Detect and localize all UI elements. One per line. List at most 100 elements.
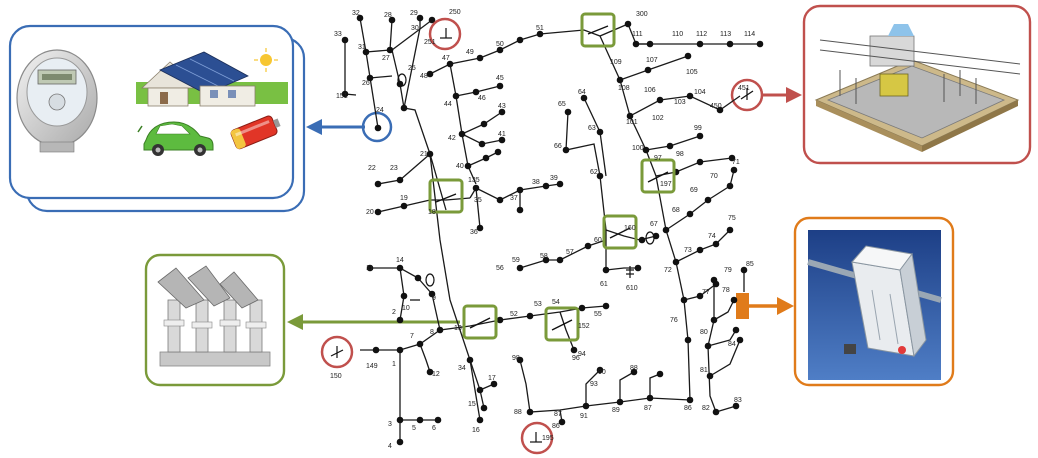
node-label: 32 — [352, 10, 360, 17]
solar-house-icon — [136, 48, 288, 107]
node-label: 26 — [362, 80, 370, 87]
node-label: 151 — [336, 93, 348, 100]
node-label: 77 — [702, 289, 710, 296]
node-label: 89 — [612, 407, 620, 414]
node-label: 11 — [366, 265, 373, 272]
node-label: 112 — [696, 31, 707, 38]
meter-link-arrow — [306, 111, 393, 143]
node-label: 47 — [442, 55, 450, 62]
node-label: 71 — [732, 159, 740, 166]
node-labels: 32 28 29 30 250 33 31 27 26 25 151 48 47… — [330, 9, 755, 450]
bus-nodes — [341, 14, 764, 446]
node-label: 68 — [672, 207, 680, 214]
node-label: 12 — [432, 371, 440, 378]
node-label: 44 — [444, 101, 452, 108]
node-label: 109 — [610, 59, 622, 66]
node-label: 104 — [694, 89, 706, 96]
node-label: 98 — [676, 151, 684, 158]
node-label: 97 — [654, 155, 662, 162]
node-label: 96 — [572, 355, 580, 362]
source-symbols — [330, 28, 754, 443]
node-label: 5 — [412, 425, 416, 432]
node-label: 37 — [510, 195, 518, 202]
node-label: 60 — [594, 237, 602, 244]
node-label: 36 — [470, 229, 478, 236]
switchgear-link-arrow — [287, 314, 460, 330]
node-label: 451 — [738, 85, 750, 92]
smart-meter-icon — [16, 49, 98, 153]
node-label: 80 — [700, 329, 708, 336]
node-label: 27 — [382, 55, 390, 62]
node-label: 70 — [710, 173, 718, 180]
node-label: 75 — [728, 215, 736, 222]
node-label: 72 — [664, 267, 672, 274]
node-label: 15 — [468, 401, 476, 408]
node-label: 50 — [496, 41, 504, 48]
node-label: 76 — [670, 317, 678, 324]
sensor-panel — [793, 216, 955, 387]
node-label: 86 — [552, 423, 560, 430]
node-label: 111 — [632, 31, 643, 38]
node-label: 93 — [590, 381, 598, 388]
node-label: 195 — [542, 435, 554, 442]
node-label: 83 — [734, 397, 742, 404]
node-label: 40 — [456, 163, 464, 170]
node-label: 31 — [358, 44, 366, 51]
node-label: 150 — [330, 373, 342, 380]
node-label: 85 — [746, 261, 754, 268]
node-label: 91 — [580, 413, 588, 420]
node-label: 78 — [722, 287, 730, 294]
node-label: 88 — [514, 409, 522, 416]
node-label: 57 — [566, 249, 574, 256]
node-label: 13 — [454, 325, 462, 332]
node-label: 610 — [626, 285, 638, 292]
node-label: 34 — [458, 365, 466, 372]
sensor-link-arrow — [736, 293, 794, 319]
node-label: 113 — [720, 31, 731, 38]
node-label: 7 — [410, 333, 414, 340]
node-label: 20 — [366, 209, 374, 216]
node-label: 53 — [534, 301, 542, 308]
node-label: 56 — [496, 265, 504, 272]
node-label: 33 — [334, 31, 342, 38]
node-label: 16 — [472, 427, 480, 434]
node-label: 6 — [432, 425, 436, 432]
node-label: 29 — [410, 10, 418, 17]
node-label: 59 — [512, 257, 520, 264]
node-label: 82 — [702, 405, 710, 412]
node-label: 41 — [498, 131, 506, 138]
node-label: 8 — [430, 329, 434, 336]
node-label: 107 — [646, 57, 658, 64]
node-label: 79 — [724, 267, 732, 274]
node-label: 22 — [368, 165, 376, 172]
node-label: 18 — [428, 209, 436, 216]
node-label: 55 — [594, 311, 602, 318]
node-label: 98 — [512, 355, 520, 362]
node-label: 4 — [388, 443, 392, 450]
node-label: 63 — [588, 125, 596, 132]
source-markers — [320, 17, 554, 455]
switch-boxes — [428, 12, 676, 342]
node-label: 160 — [624, 225, 636, 232]
node-label: 106 — [644, 87, 656, 94]
node-label: 62 — [590, 169, 598, 176]
substation-panel — [802, 4, 1032, 165]
node-label: 49 — [466, 49, 474, 56]
node-label: 197 — [660, 181, 672, 188]
node-label: 38 — [532, 179, 540, 186]
node-label: 30 — [411, 25, 419, 32]
switch-symbols — [435, 25, 669, 331]
node-label: 58 — [540, 253, 548, 260]
battery-icon — [230, 115, 281, 150]
node-label: 45 — [496, 75, 504, 82]
node-label: 103 — [674, 99, 686, 106]
node-label: 21 — [420, 151, 428, 158]
node-label: 88 — [630, 365, 638, 372]
sensor-icon — [807, 245, 942, 358]
node-label: 25 — [408, 65, 416, 72]
node-label: 10 — [402, 305, 410, 312]
node-label: 52 — [510, 311, 518, 318]
node-label: 2 — [392, 309, 396, 316]
node-label: 51 — [536, 25, 544, 32]
